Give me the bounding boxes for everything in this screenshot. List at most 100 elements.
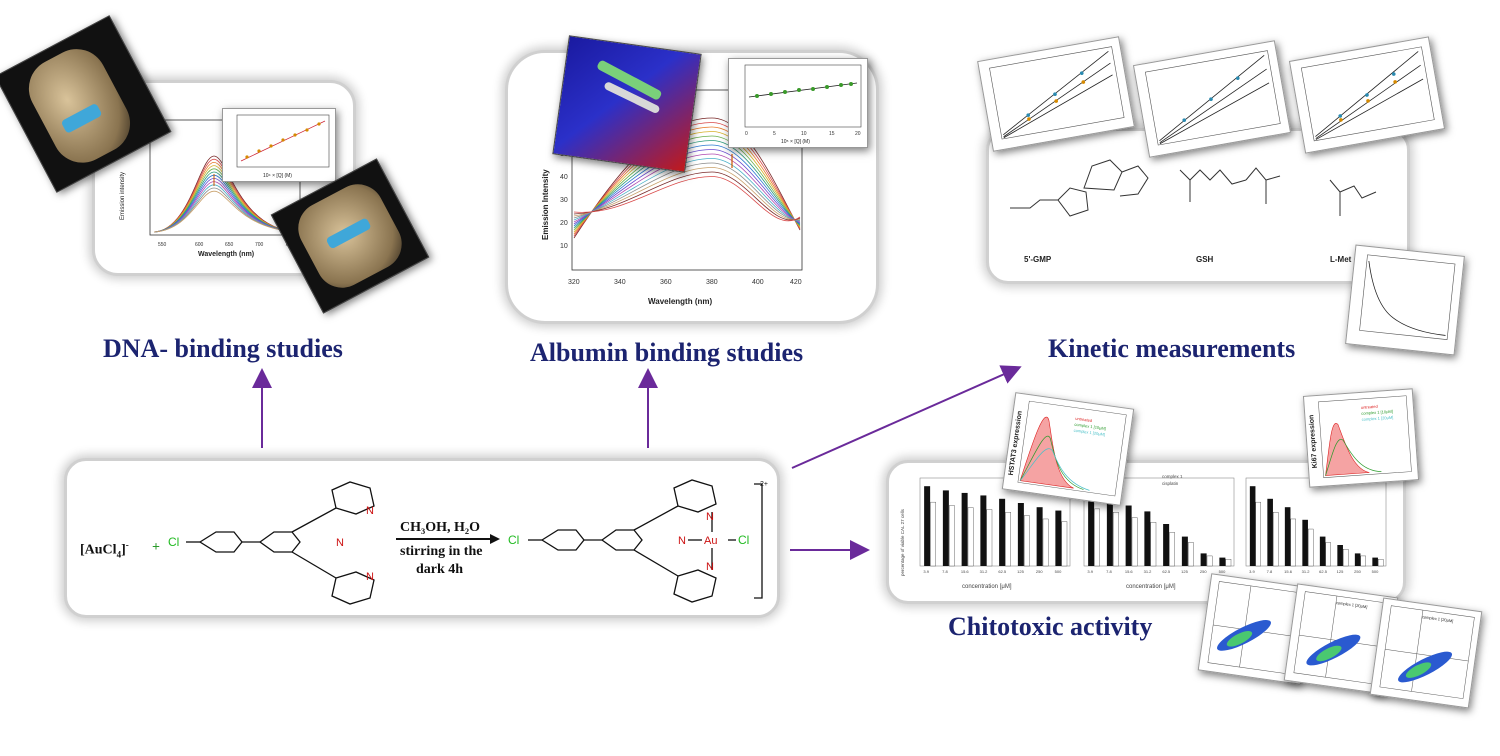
cyto-xtick: 62.5 [1162, 569, 1171, 574]
cyto-bar-complex [1055, 510, 1062, 566]
cyto-bar-complex [1088, 494, 1095, 566]
albumin-emission-curve [573, 135, 801, 231]
kinetic-structures: 5'-GMP GSH L-Met [1000, 140, 1390, 268]
cyto-bar-complex [1337, 545, 1343, 566]
flow2-ylabel: Ki67 expression [1308, 414, 1319, 468]
cyto-legend-complex: complex 1 [1162, 474, 1183, 479]
cyto-bar-cisplatin [930, 501, 936, 567]
cyto-xtick: 250 [1200, 569, 1207, 574]
albumin-emission-curve [573, 153, 801, 223]
flow-scatter-3: complex 1 [20μM] [1369, 597, 1483, 709]
dna-xtick: 700 [255, 242, 264, 248]
cyto-bar-cisplatin [1225, 559, 1232, 567]
cyto-bar-cisplatin [1290, 518, 1296, 567]
cyto-bar-complex [1354, 553, 1361, 566]
flow2-legend: complex 1 [20μM] [1362, 415, 1394, 422]
cyto-bar-complex [1319, 536, 1326, 566]
cyto-bar-cisplatin [1042, 518, 1049, 567]
cyto-bar-cisplatin [1255, 501, 1261, 567]
gold-complex: Cl N N N Au Cl 2+ [506, 474, 768, 608]
cyto-bar-complex [1302, 519, 1308, 566]
cyto-bar-cisplatin [1131, 517, 1138, 567]
cyto-bar-cisplatin [1206, 555, 1213, 567]
cyto-xtick: 62.5 [1319, 569, 1328, 574]
flow-scatter-2: complex 1 [20μM] [1283, 583, 1399, 695]
albumin-inset-xtick: 20 [855, 131, 861, 137]
reagent-subscript: 4 [116, 549, 122, 560]
cyto-bar-complex [1372, 557, 1378, 566]
dna-plot-ylabel: Emission intensity [120, 172, 126, 220]
cyto-xtick: 125 [1017, 569, 1024, 574]
dna-xtick: 650 [225, 242, 234, 248]
cyto-bar-complex [942, 490, 949, 566]
cyto-bar-cisplatin [1169, 532, 1175, 567]
cyto-bar-cisplatin [949, 505, 955, 567]
cyto-xtick: 15.6 [961, 569, 970, 574]
cyto-bar-complex [1036, 507, 1043, 566]
cyto-xtick: 31.2 [1302, 569, 1311, 574]
reaction-conditions-3: dark 4h [416, 562, 464, 577]
cyto-bar-complex [1181, 536, 1188, 566]
dna-emission-curve [153, 168, 297, 233]
scatter-label: complex 1 [20μM] [1336, 600, 1368, 609]
heading-dna-binding: DNA- binding studies [103, 334, 343, 363]
cyto-bar-cisplatin [986, 509, 993, 567]
albumin-xtick: 320 [568, 279, 580, 286]
cyto-xtick: 500 [1372, 569, 1379, 574]
complex-nitrogen-bottom: N [706, 561, 714, 573]
cyto-bar-complex [924, 486, 931, 566]
albumin-emission-curve [573, 171, 801, 221]
cyto-bar-cisplatin [1024, 515, 1030, 567]
albumin-xtick: 340 [614, 279, 626, 286]
cyto-bar-complex [1267, 498, 1273, 566]
cyto-bar-complex [961, 492, 968, 566]
flow1-legend: complex 1 [20μM] [1073, 428, 1105, 437]
reagent-superscript: - [125, 540, 129, 550]
albumin-emission-curve [573, 131, 801, 233]
flow2-legend: untreated [1361, 404, 1378, 410]
cyto-bar-complex [980, 495, 987, 566]
cyto-bar-cisplatin [967, 507, 974, 567]
kinetic-decay-plot [1345, 244, 1465, 356]
cyto-bar-complex [1163, 524, 1170, 566]
dna-emission-curve [153, 158, 297, 233]
cyto-xtick: 500 [1219, 569, 1226, 574]
albumin-protein-image [552, 35, 702, 173]
cyto-xlabel: concentration [μM] [962, 584, 1012, 590]
cyto-bar-cisplatin [1378, 559, 1384, 567]
albumin-inset-xtick: 5 [773, 131, 776, 137]
reaction-conditions-2: stirring in the [400, 544, 483, 559]
cyto-bar-cisplatin [1061, 521, 1068, 567]
albumin-emission-curve [573, 158, 801, 222]
scatter-label: complex 1 [20μM] [1422, 614, 1454, 623]
cyto-xtick: 31.2 [1144, 569, 1153, 574]
complex-chlorine-au: Cl [738, 533, 749, 547]
kinetic-molecule-label: L-Met [1330, 255, 1352, 264]
albumin-ytick: 10 [560, 243, 568, 250]
cyto-bar-cisplatin [1343, 548, 1349, 567]
dna-xtick: 600 [195, 242, 204, 248]
cyto-bar-complex [1284, 507, 1291, 566]
flow1-legend: untreated [1075, 416, 1092, 423]
complex-nitrogen-top: N [706, 511, 714, 523]
reaction-arrowhead [490, 534, 500, 544]
cyto-panel-frame [1083, 477, 1235, 567]
cyto-bar-complex [1106, 498, 1113, 566]
flow2-legend: complex 1 [10μM] [1361, 409, 1393, 416]
dna-emission-plot: Emission intensity Wavelength (nm) 550 6… [110, 100, 310, 260]
albumin-ytick: 30 [560, 197, 568, 204]
cyto-bar-cisplatin [1273, 512, 1279, 567]
albumin-emission-curve [573, 176, 801, 222]
cyto-bar-complex [1017, 503, 1024, 566]
cyto-bar-cisplatin [1005, 512, 1011, 567]
kinetic-molecule-label: GSH [1196, 255, 1214, 264]
kinetic-frame [986, 128, 1410, 284]
cyto-legend-cisplatin: cisplatin [1162, 481, 1179, 486]
cyto-panel-frame [919, 477, 1071, 567]
terpyridine-ligand: Cl N N N [164, 478, 386, 608]
cyto-bar-cisplatin [1308, 528, 1314, 567]
cyto-bar-complex [1200, 553, 1207, 566]
dna-emission-curve [153, 187, 297, 233]
flow-histogram-ki67: Ki67 expression untreated complex 1 [10μ… [1302, 388, 1420, 488]
